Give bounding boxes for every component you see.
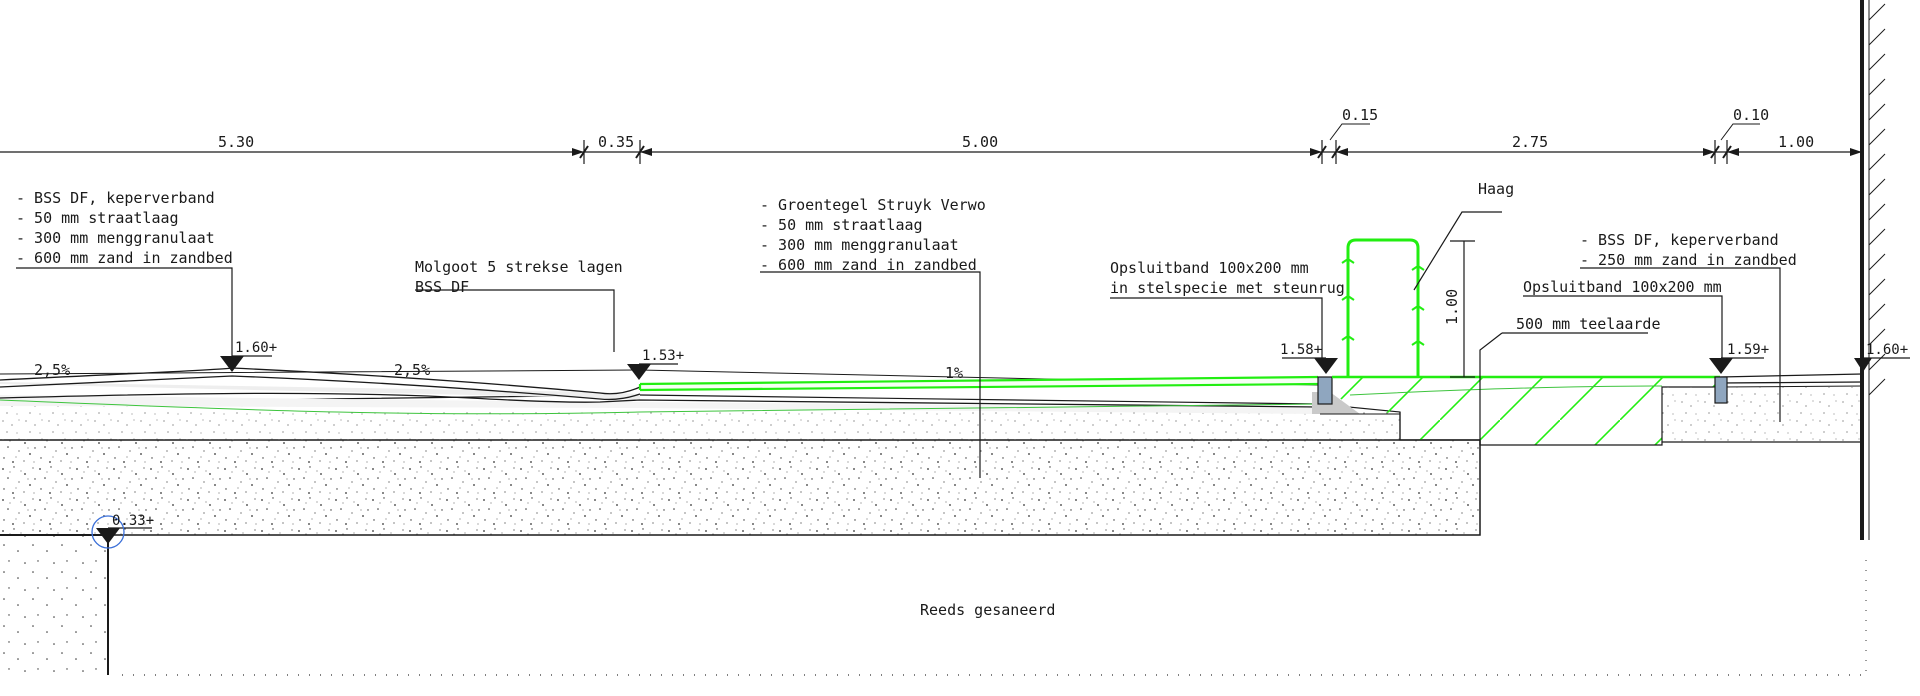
dim-0-10: 0.10: [1733, 106, 1769, 124]
note-molgoot-1: Molgoot 5 strekse lagen: [415, 258, 623, 276]
level-1-59: 1.59+: [1727, 342, 1769, 358]
level-1-58: 1.58+: [1280, 342, 1322, 358]
note-left-build-4: - 600 mm zand in zandbed: [16, 249, 233, 267]
level-marker-1-53: 1.53+: [627, 348, 684, 380]
planting-strip: [1332, 375, 1720, 446]
level-markers: 1.60+ 1.53+ 1.58+ 1.59+ 1.60+ 0.33+: [91, 340, 1910, 549]
level-marker-1-58: 1.58+: [1280, 342, 1338, 374]
notes: - BSS DF, keperverband - 50 mm straatlaa…: [16, 180, 1797, 619]
right-paving: [1662, 373, 1863, 443]
note-center-build-3: - 300 mm menggranulaat: [760, 236, 959, 254]
note-reeds-gesaneerd: Reeds gesaneerd: [920, 601, 1055, 619]
slope-labels: 2,5% 2,5% 1%: [34, 361, 963, 382]
sanitized-ground: [0, 534, 1862, 676]
dim-1-00: 1.00: [1778, 133, 1814, 151]
dimension-chain: [0, 123, 1863, 378]
dim-0-15: 0.15: [1342, 106, 1378, 124]
note-curb-left-2: in stelspecie met steunrug: [1110, 279, 1345, 297]
note-left-build-3: - 300 mm menggranulaat: [16, 229, 215, 247]
leader-lines: [16, 211, 1781, 478]
level-marker-1-60: 1.60+: [220, 340, 277, 372]
note-center-build-2: - 50 mm straatlaag: [760, 216, 923, 234]
level-1-60: 1.60+: [235, 340, 277, 356]
dim-2-75: 2.75: [1512, 133, 1548, 151]
dim-5-00: 5.00: [962, 133, 998, 151]
note-haag: Haag: [1478, 180, 1514, 198]
building-wall: [1860, 0, 1886, 680]
note-left-build-1: - BSS DF, keperverband: [16, 189, 215, 207]
dim-5-30: 5.30: [218, 133, 254, 151]
note-left-build-2: - 50 mm straatlaag: [16, 209, 179, 227]
dim-hedge-height: 1.00: [1443, 289, 1461, 325]
note-curb-right: Opsluitband 100x200 mm: [1523, 278, 1722, 296]
hedge-outline: [1341, 238, 1425, 377]
note-curb-left-1: Opsluitband 100x200 mm: [1110, 259, 1309, 277]
paving-structure: [0, 367, 1319, 415]
level-marker-1-60-right: 1.60+: [1854, 342, 1910, 372]
level-marker-1-59: 1.59+: [1709, 342, 1769, 374]
slope-left: 2,5%: [34, 361, 70, 379]
level-0-33: 0.33+: [112, 513, 154, 529]
dimension-texts: 5.30 0.35 5.00 0.15 2.75 0.10 1.00 1.00: [218, 106, 1814, 325]
note-center-build-4: - 600 mm zand in zandbed: [760, 256, 977, 274]
level-marker-0-33: 0.33+: [91, 513, 154, 549]
note-molgoot-2: BSS DF: [415, 278, 469, 296]
note-right-build-2: - 250 mm zand in zandbed: [1580, 251, 1797, 269]
note-right-build-1: - BSS DF, keperverband: [1580, 231, 1779, 249]
note-teelaarde: 500 mm teelaarde: [1516, 315, 1661, 333]
slope-center: 1%: [945, 364, 963, 382]
level-1-60-right: 1.60+: [1866, 342, 1908, 358]
level-1-53: 1.53+: [642, 348, 684, 364]
slope-middle: 2,5%: [394, 361, 430, 379]
note-center-build-1: - Groentegel Struyk Verwo: [760, 196, 986, 214]
dim-0-35: 0.35: [598, 133, 634, 151]
sand-bed-layer: [0, 439, 1481, 536]
